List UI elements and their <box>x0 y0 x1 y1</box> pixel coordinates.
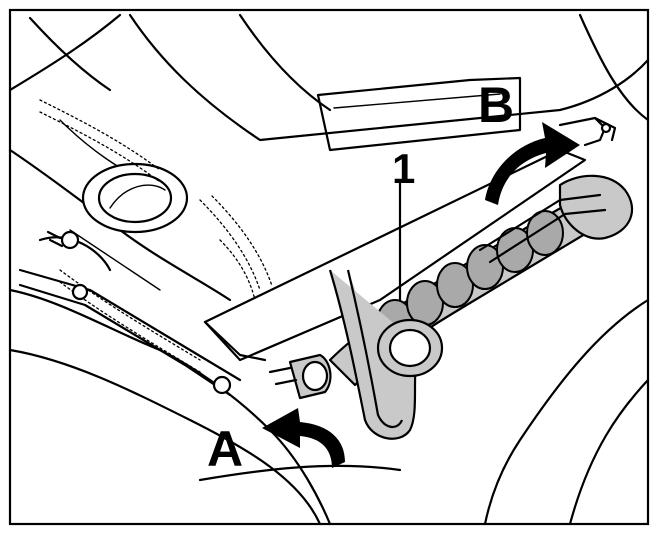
callout-1-label: 1 <box>392 145 415 192</box>
arrow-a-label: A <box>207 421 243 477</box>
mounting-rail <box>18 230 242 397</box>
filler-neck <box>81 162 189 234</box>
arrow-b-label: B <box>478 77 514 133</box>
wiring-harness <box>268 174 634 440</box>
retaining-clip <box>558 116 617 147</box>
sealant-hatching <box>39 99 273 373</box>
curved-arrow-left-icon <box>262 408 345 468</box>
curved-arrow-right-icon <box>485 122 580 205</box>
vehicle-body-outline <box>8 13 650 526</box>
